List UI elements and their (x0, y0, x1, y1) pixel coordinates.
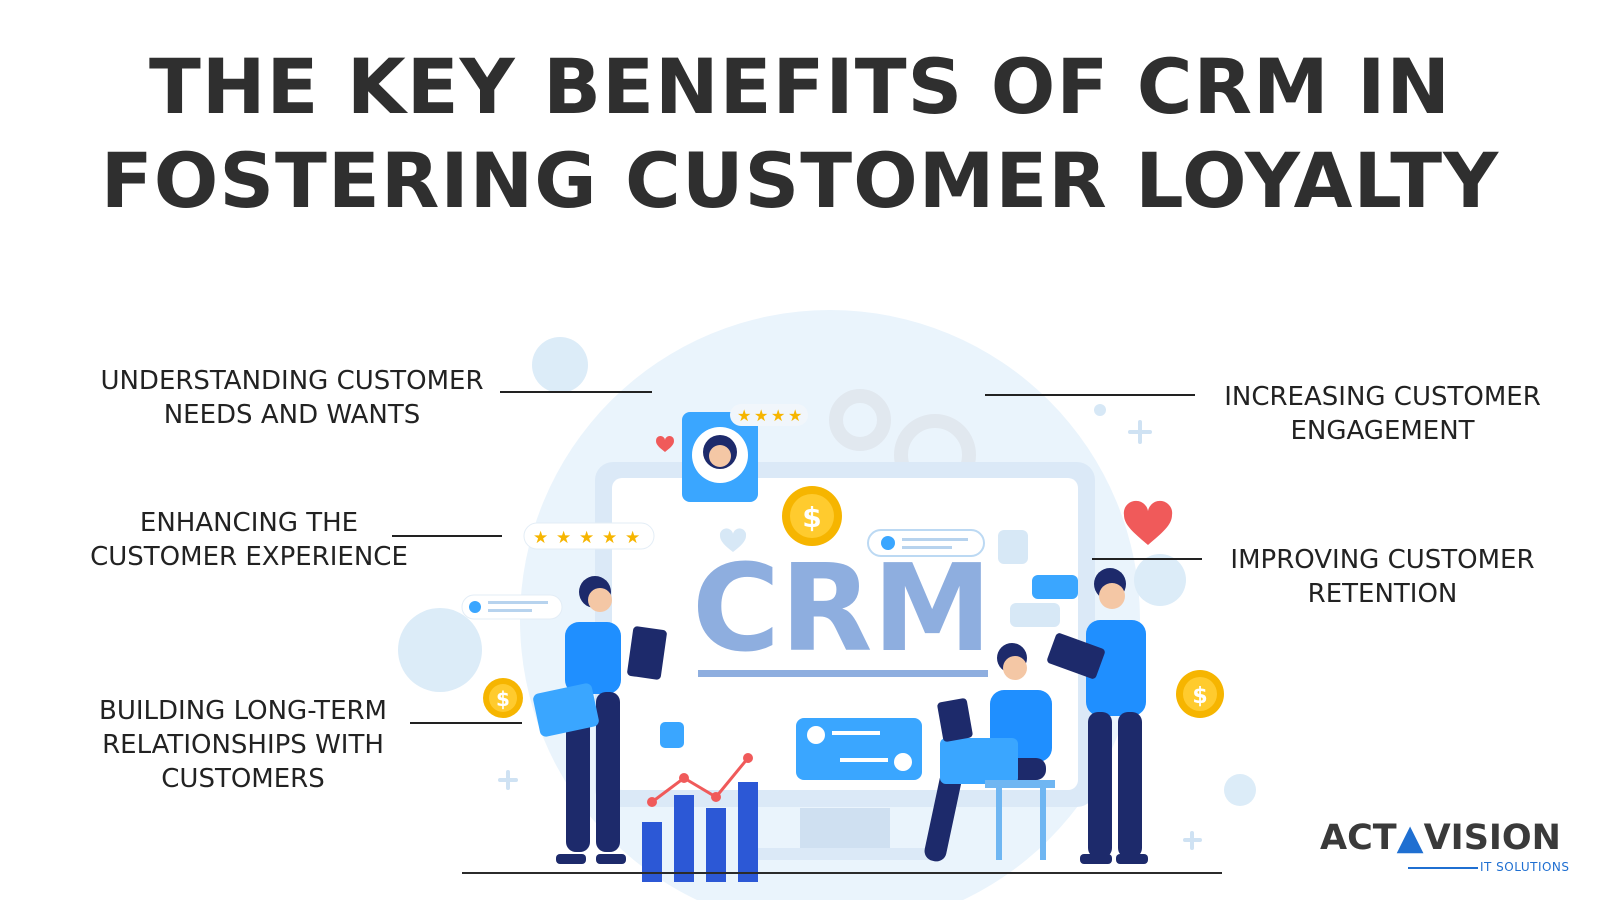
trend-point (647, 753, 753, 807)
benefit-retention: IMPROVING CUSTOMER RETENTION (1210, 543, 1555, 611)
benefit-engagement-line1: INCREASING CUSTOMER (1224, 382, 1541, 412)
page-title: THE KEY BENEFITS OF CRM IN FOSTERING CUS… (0, 40, 1600, 228)
leader-line (985, 394, 1195, 396)
benefit-building-line2: RELATIONSHIPS WITH (102, 730, 384, 760)
screen-underline (698, 670, 988, 677)
benefit-enhancing-line2: CUSTOMER EXPERIENCE (90, 542, 408, 572)
logo-mark-icon: ▲ (1396, 818, 1424, 858)
user-chip (867, 529, 985, 557)
trend-line (651, 757, 750, 804)
leader-line (410, 722, 522, 724)
rating-bubble (730, 404, 808, 426)
svg-text:★: ★ (737, 406, 751, 425)
logo-wordmark: ACT▲VISION (1320, 818, 1561, 858)
heart-icon (655, 435, 675, 452)
benefit-enhancing: ENHANCING THE CUSTOMER EXPERIENCE (88, 506, 410, 574)
logo-part2: VISION (1423, 818, 1561, 858)
chat-bubble-icon (1032, 575, 1078, 599)
benefit-building-line1: BUILDING LONG-TERM (99, 696, 387, 726)
svg-text:★: ★ (754, 406, 768, 425)
svg-text:★: ★ (556, 528, 571, 548)
user-icon (469, 601, 481, 613)
monitor-base (755, 848, 935, 860)
monitor-stand (800, 808, 890, 850)
svg-text:$: $ (1192, 684, 1207, 709)
message-card (796, 718, 922, 780)
svg-text:★: ★ (602, 528, 617, 548)
backdrop-dot (1134, 554, 1186, 606)
svg-text:★: ★ (788, 406, 802, 425)
benefit-enhancing-line1: ENHANCING THE (139, 508, 359, 538)
plus-icon (498, 420, 1202, 850)
star-icon: ★ ★ ★ ★ ★ (533, 528, 640, 548)
backdrop-dot (1094, 404, 1106, 416)
svg-text:★: ★ (533, 528, 548, 548)
dollar-coin-icon: $ (782, 486, 842, 546)
screen-crm-text: CRM (692, 540, 992, 679)
thumbs-up-icon (660, 722, 684, 748)
title-line-2: FOSTERING CUSTOMER LOYALTY (100, 136, 1500, 225)
svg-text:$: $ (496, 687, 510, 711)
benefit-understanding-line2: NEEDS AND WANTS (163, 400, 421, 430)
benefit-building: BUILDING LONG-TERM RELATIONSHIPS WITH CU… (88, 694, 398, 796)
benefit-retention-line2: RETENTION (1307, 579, 1458, 609)
svg-text:★: ★ (771, 406, 785, 425)
thumbs-up-icon (998, 530, 1028, 564)
leader-line (392, 535, 502, 537)
logo-rule (1408, 867, 1478, 869)
star-icon: ★★★★ (737, 406, 802, 425)
leader-line (1092, 558, 1202, 560)
title-line-1: THE KEY BENEFITS OF CRM IN (149, 42, 1451, 131)
backdrop-dot (398, 608, 482, 692)
person-left (533, 576, 667, 864)
logo-part1: ACT (1320, 818, 1397, 858)
benefit-retention-line1: IMPROVING CUSTOMER (1230, 545, 1535, 575)
svg-text:★: ★ (625, 528, 640, 548)
bar-chart-graphic (642, 782, 758, 882)
rating-bar (523, 522, 655, 550)
svg-text:$: $ (802, 501, 821, 534)
benefit-engagement: INCREASING CUSTOMER ENGAGEMENT (1205, 380, 1560, 448)
actvision-logo: ACT▲VISION IT SOLUTIONS (1320, 818, 1570, 878)
heart-icon (1123, 500, 1173, 545)
backdrop-dot (532, 337, 588, 393)
heart-icon (719, 528, 747, 552)
leader-line (500, 391, 652, 393)
person-sitting (924, 643, 1055, 862)
benefit-understanding: UNDERSTANDING CUSTOMER NEEDS AND WANTS (88, 364, 496, 432)
logo-subtitle: IT SOLUTIONS (1480, 860, 1570, 874)
benefit-engagement-line2: ENGAGEMENT (1290, 416, 1475, 446)
chat-bubble-icon (1010, 603, 1060, 627)
ground-line (462, 872, 1222, 874)
person-right (1047, 568, 1148, 864)
user-icon (881, 536, 895, 550)
svg-text:★: ★ (579, 528, 594, 548)
dollar-coin-icon: $ (483, 678, 523, 718)
backdrop-dot (1224, 774, 1256, 806)
laptop-icon (940, 738, 1018, 784)
dollar-coin-icon: $ (1176, 670, 1224, 718)
avatar-face (709, 445, 731, 467)
benefit-understanding-line1: UNDERSTANDING CUSTOMER (100, 366, 484, 396)
benefit-building-line3: CUSTOMERS (161, 764, 325, 794)
